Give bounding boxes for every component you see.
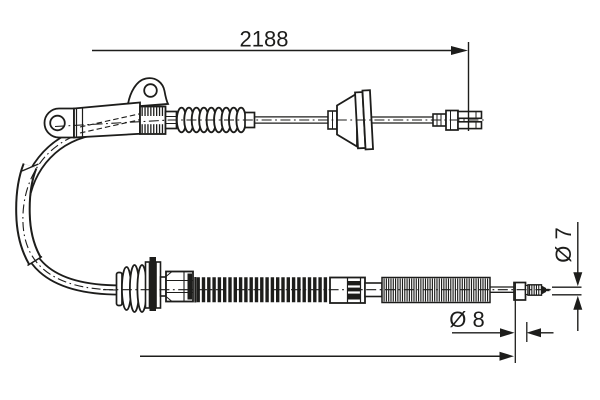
dimension-dia-8: Ø 8 (449, 283, 554, 363)
arrowhead-down (573, 272, 583, 287)
arrowhead-left (526, 328, 541, 338)
top-inner-cable-1 (254, 116, 329, 124)
dia-7-label: Ø 7 (551, 227, 576, 262)
dimension-overall-bottom (140, 351, 514, 361)
dimension-total-length: 2188 (92, 27, 470, 131)
arrowhead-right (500, 328, 515, 338)
adjuster-knurl (139, 105, 167, 135)
arrowhead-up (573, 295, 583, 310)
clevis-lower-prong (457, 121, 483, 130)
sleeve-joint-tick (21, 163, 39, 172)
hex-fitting (165, 270, 194, 303)
arrowhead-right (451, 46, 468, 55)
flange-disc (144, 261, 151, 309)
dia-8-label: Ø 8 (449, 307, 484, 332)
total-length-label: 2188 (240, 27, 289, 52)
flange-disc (149, 257, 156, 311)
cable-outer-curve (15, 125, 121, 296)
dimension-dia-7: Ø 7 (551, 222, 583, 331)
curve-centerline (22, 130, 121, 291)
top-inner-cable-2 (372, 116, 433, 124)
arrowhead-right (499, 351, 514, 361)
clevis-upper-prong (457, 110, 483, 120)
mounting-hole (49, 114, 66, 132)
bellows-boot (115, 257, 167, 313)
top-centerline (54, 119, 487, 128)
mounting-hole (143, 83, 158, 98)
cable-end (490, 281, 550, 301)
sleeve-joint-tick (27, 255, 43, 267)
